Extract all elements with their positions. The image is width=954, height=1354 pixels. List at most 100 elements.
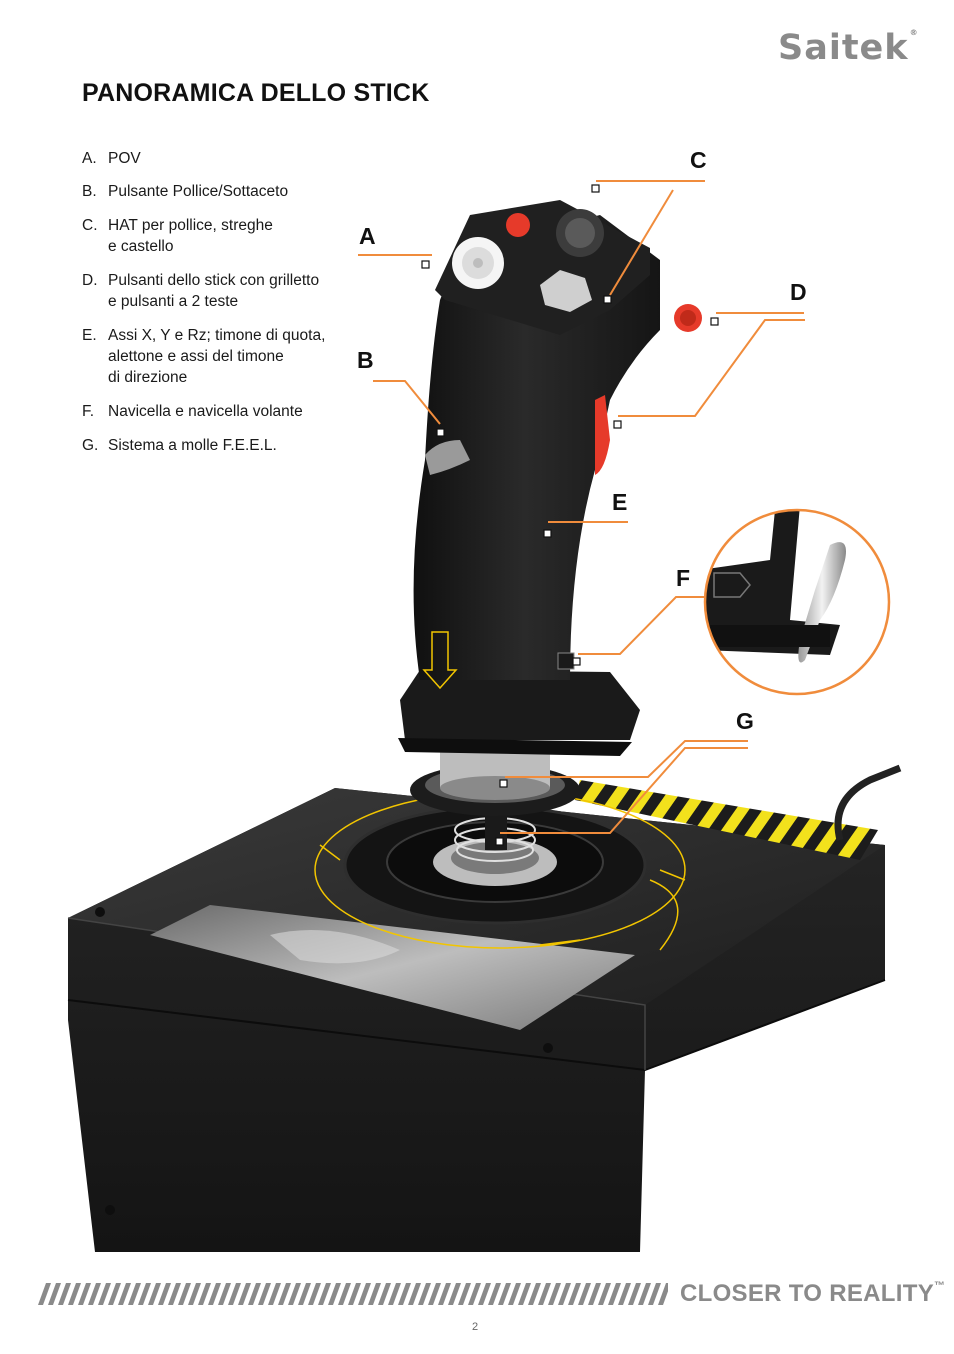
legend-text: Pulsante Pollice/Sottaceto	[108, 183, 289, 200]
joystick-stick	[398, 200, 702, 756]
footer-stripe	[248, 1283, 261, 1305]
callout-letter-e: E	[612, 489, 628, 515]
legend-letter: A.	[82, 150, 97, 167]
footer-stripe	[128, 1283, 141, 1305]
footer-stripe	[198, 1283, 211, 1305]
thumb-button	[425, 440, 470, 475]
saitek-logo: Saitek®	[778, 28, 919, 68]
footer-stripe	[368, 1283, 381, 1305]
callout-letter-g: G	[736, 708, 754, 734]
footer-stripe	[438, 1283, 451, 1305]
footer-stripe	[558, 1283, 571, 1305]
footer-stripe	[188, 1283, 201, 1305]
footer-stripe	[628, 1283, 641, 1305]
legend-text: HAT per pollice, streghe e castello	[108, 217, 273, 255]
callout-letter-d: D	[790, 279, 807, 305]
legend-text: Assi X, Y e Rz; timone di quota, aletton…	[108, 327, 326, 386]
footer-stripe	[88, 1283, 101, 1305]
footer-stripe	[98, 1283, 111, 1305]
footer-stripe	[158, 1283, 171, 1305]
footer-stripe	[48, 1283, 61, 1305]
footer-stripe	[168, 1283, 181, 1305]
footer-stripes	[38, 1283, 668, 1305]
footer-stripe	[408, 1283, 421, 1305]
footer-stripe	[208, 1283, 221, 1305]
footer-stripe	[108, 1283, 121, 1305]
footer-stripe	[258, 1283, 271, 1305]
footer-stripe	[548, 1283, 561, 1305]
footer-stripe	[638, 1283, 651, 1305]
brand-name: Saitek	[778, 28, 909, 68]
footer-stripe	[138, 1283, 151, 1305]
model-badge-plate	[150, 905, 635, 1030]
footer-stripe	[588, 1283, 601, 1305]
footer-stripe	[348, 1283, 361, 1305]
component-legend: A. POV B. Pulsante Pollice/Sottaceto C. HAT…	[82, 148, 352, 456]
legend-text: POV	[108, 150, 141, 167]
hazard-stripes	[575, 780, 878, 860]
footer-stripe	[378, 1283, 391, 1305]
footer-stripe	[528, 1283, 541, 1305]
footer-stripe	[618, 1283, 631, 1305]
footer-stripe	[298, 1283, 311, 1305]
footer-stripe	[268, 1283, 281, 1305]
footer-stripe	[78, 1283, 91, 1305]
footer-stripe	[648, 1283, 661, 1305]
footer-stripe	[658, 1283, 668, 1305]
legend-letter: E.	[82, 327, 97, 344]
red-button	[506, 213, 530, 237]
footer-stripe	[568, 1283, 581, 1305]
legend-item-g: G. Sistema a molle F.E.E.L.	[82, 435, 352, 456]
legend-item-a: A. POV	[82, 148, 352, 169]
footer-stripe	[288, 1283, 301, 1305]
footer-stripe	[578, 1283, 591, 1305]
callout-lines	[358, 180, 805, 834]
legend-letter: D.	[82, 272, 98, 289]
footer-stripe	[118, 1283, 131, 1305]
footer-slogan: CLOSER TO REALITY™	[680, 1280, 945, 1308]
footer-stripe	[608, 1283, 621, 1305]
footer-stripe	[58, 1283, 71, 1305]
pinkie-detail-inset	[703, 508, 891, 696]
footer-stripe	[148, 1283, 161, 1305]
footer-stripe	[508, 1283, 521, 1305]
legend-letter: F.	[82, 403, 95, 420]
legend-text: Sistema a molle F.E.E.L.	[108, 437, 277, 454]
registered-mark: ®	[909, 28, 919, 37]
legend-item-c: C. HAT per pollice, streghe e castello	[82, 215, 352, 257]
footer-stripe	[418, 1283, 431, 1305]
footer-stripe	[598, 1283, 611, 1305]
legend-item-d: D. Pulsanti dello stick con grilletto e p…	[82, 270, 352, 312]
callout-letter-b: B	[357, 347, 374, 373]
legend-text: Pulsanti dello stick con grilletto e pul…	[108, 272, 320, 310]
legend-item-b: B. Pulsante Pollice/Sottaceto	[82, 181, 352, 202]
callout-markers	[421, 184, 719, 846]
footer-stripe	[428, 1283, 441, 1305]
footer-stripe	[388, 1283, 401, 1305]
footer-stripe	[488, 1283, 501, 1305]
direction-arrow	[422, 631, 458, 690]
legend-item-e: E. Assi X, Y e Rz; timone di quota, alett…	[82, 325, 352, 388]
callout-letter-a: A	[359, 223, 376, 249]
footer-stripe	[278, 1283, 291, 1305]
footer-stripe	[448, 1283, 461, 1305]
footer-stripe	[68, 1283, 81, 1305]
legend-letter: G.	[82, 437, 99, 454]
legend-letter: C.	[82, 217, 98, 234]
footer-stripe	[308, 1283, 321, 1305]
footer-stripe	[398, 1283, 411, 1305]
footer-stripe	[338, 1283, 351, 1305]
footer-stripe	[218, 1283, 231, 1305]
legend-letter: B.	[82, 183, 97, 200]
page-number: 2	[472, 1321, 479, 1333]
footer-stripe	[228, 1283, 241, 1305]
thumb-hat	[540, 270, 592, 312]
footer-stripe	[458, 1283, 471, 1305]
footer-stripe	[518, 1283, 531, 1305]
trademark-mark: ™	[934, 1280, 946, 1292]
footer-stripe	[318, 1283, 331, 1305]
page-title: PANORAMICA DELLO STICK	[82, 79, 430, 107]
usb-cable	[834, 764, 902, 841]
footer-stripe	[178, 1283, 191, 1305]
